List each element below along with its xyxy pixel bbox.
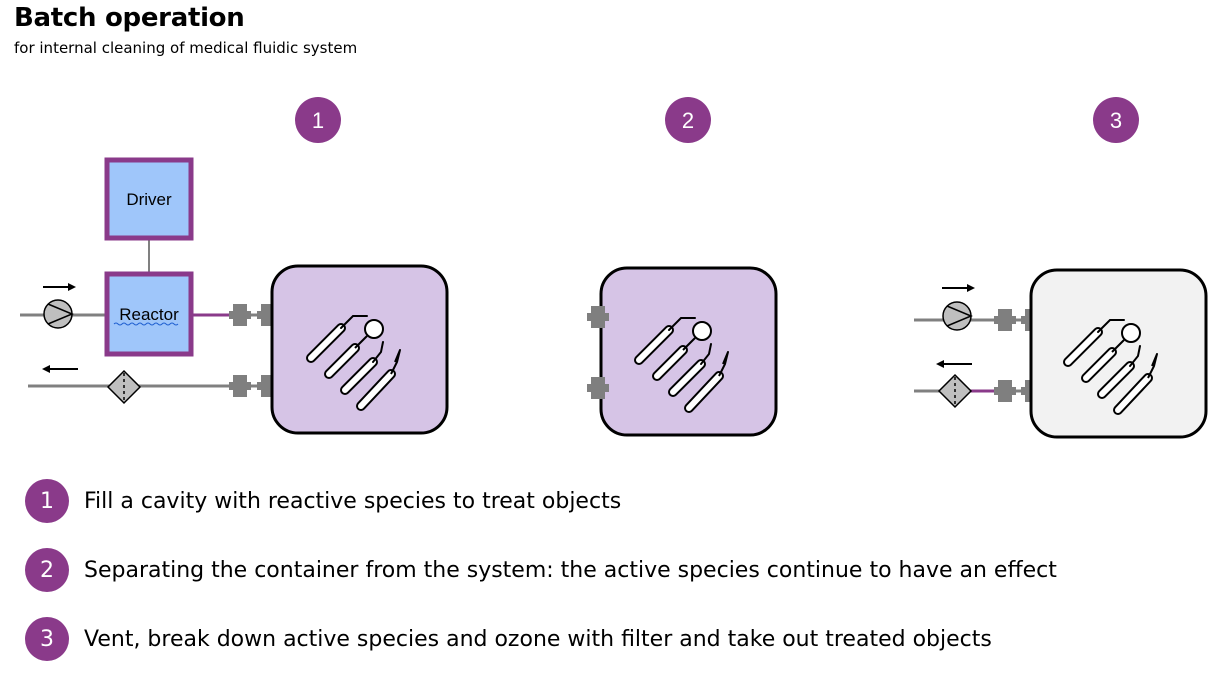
step-row-2: 2 Separating the container from the syst… (25, 548, 1057, 592)
outflow-arrow-icon (936, 360, 972, 368)
step-text-2: Separating the container from the system… (84, 557, 1057, 583)
inflow-arrow-icon (43, 283, 76, 291)
phase-badge-2-label: 2 (682, 108, 694, 133)
pump-icon (43, 299, 74, 329)
phase-3-system (914, 268, 1208, 439)
step-row-3: 3 Vent, break down active species and oz… (25, 617, 992, 661)
phase-badge-2: 2 (665, 97, 711, 143)
step-badge-2: 2 (25, 548, 69, 592)
page-subtitle: for internal cleaning of medical fluidic… (14, 39, 358, 57)
inflow-arrow-icon (942, 284, 975, 292)
filter-icon (937, 373, 973, 409)
phase-2-system (587, 266, 778, 437)
cavity-1 (270, 264, 449, 435)
step-text-1: Fill a cavity with reactive species to t… (84, 488, 622, 514)
phase-badge-3: 3 (1093, 97, 1139, 143)
step-row-1: 1 Fill a cavity with reactive species to… (25, 479, 621, 523)
phase-badge-1: 1 (295, 97, 341, 143)
filter-icon (106, 369, 142, 405)
page-title: Batch operation (14, 3, 245, 33)
cavity-2 (599, 266, 778, 437)
phase-1-system: Driver Reactor (20, 157, 449, 435)
step-badge-3: 3 (25, 617, 69, 661)
step-badge-1: 1 (25, 479, 69, 523)
driver-box: Driver (104, 157, 194, 241)
reactor-label: Reactor (119, 305, 179, 324)
phase-badge-3-label: 3 (1110, 108, 1122, 133)
phase-badge-1-label: 1 (312, 108, 324, 133)
outflow-arrow-icon (42, 365, 78, 373)
reactor-box: Reactor (104, 271, 194, 357)
driver-label: Driver (126, 190, 172, 209)
step-text-3: Vent, break down active species and ozon… (84, 626, 992, 652)
pump-icon (942, 301, 973, 331)
cavity-3 (1029, 268, 1208, 439)
